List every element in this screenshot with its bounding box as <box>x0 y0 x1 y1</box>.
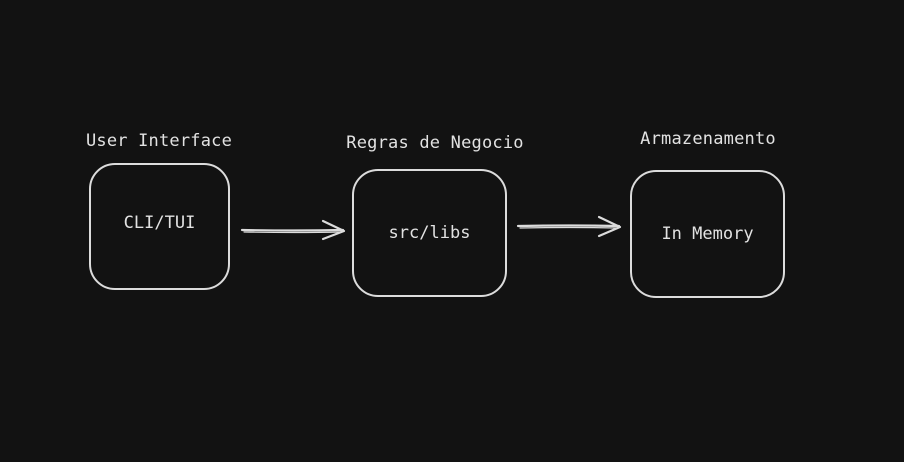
box-in-memory: In Memory <box>630 170 785 298</box>
box-label-cli-tui: CLI/TUI <box>123 212 196 233</box>
box-label-src-libs: src/libs <box>388 223 471 243</box>
box-cli-tui: CLI/TUI <box>89 163 230 290</box>
arrow-ui-to-rules <box>240 219 346 241</box>
heading-user-interface: User Interface <box>85 131 233 151</box>
box-label-in-memory: In Memory <box>661 224 754 244</box>
heading-armazenamento: Armazenamento <box>640 129 776 149</box>
box-src-libs: src/libs <box>352 169 507 297</box>
heading-regras-de-negocio: Regras de Negocio <box>346 133 524 153</box>
arrow-rules-to-storage <box>516 215 622 238</box>
